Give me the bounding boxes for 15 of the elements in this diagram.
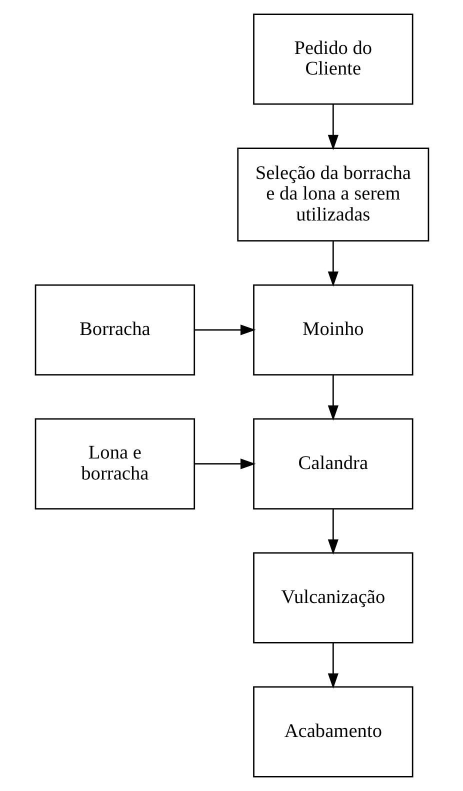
arrow xyxy=(327,104,338,150)
arrow xyxy=(194,324,256,336)
node-box: Borracha xyxy=(34,284,195,376)
node-box: Moinho xyxy=(252,284,413,376)
arrow xyxy=(194,458,256,470)
arrow xyxy=(327,240,338,287)
node-box: Calandra xyxy=(252,418,413,510)
node-box: Vulcanização xyxy=(252,552,413,644)
node-box: Lona e borracha xyxy=(34,418,195,510)
arrow xyxy=(327,374,338,421)
node-box: Seleção da borracha e da lona a serem utilizadas xyxy=(236,148,429,242)
node-box: Acabamento xyxy=(252,686,413,778)
arrow xyxy=(327,508,338,555)
node-box: Pedido do Cliente xyxy=(252,14,413,105)
arrow xyxy=(327,642,338,689)
